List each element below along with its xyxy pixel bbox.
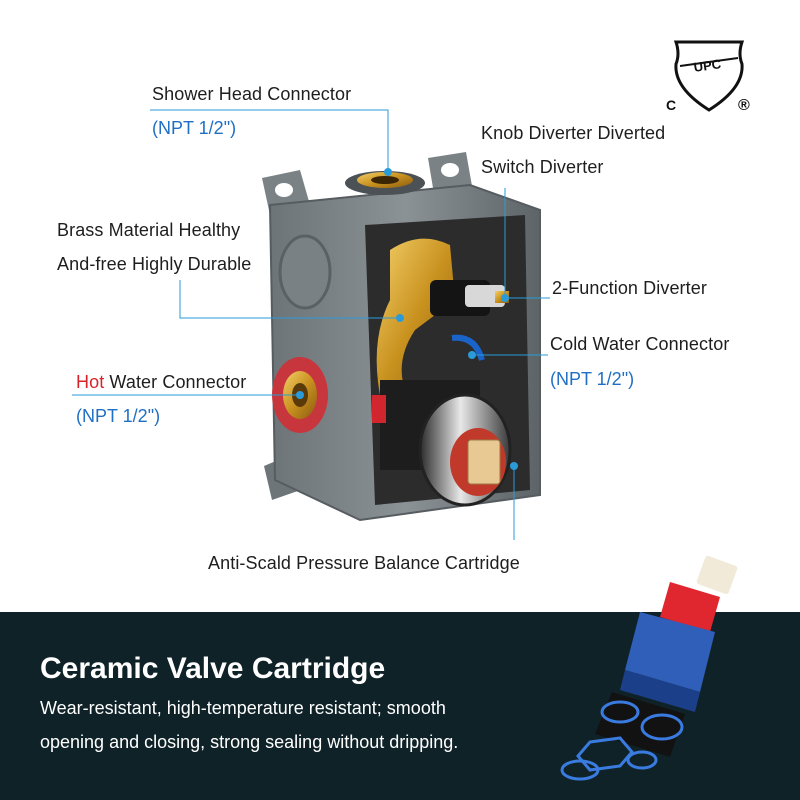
valve-illustration [72, 109, 550, 540]
knob-diverter-label-line2: Switch Diverter [481, 157, 604, 177]
knob-diverter-label-line1: Knob Diverter Diverted [481, 123, 666, 143]
upc-mark-text: UPC [693, 56, 723, 75]
cartridge-label: Anti-Scald Pressure Balance Cartridge [208, 553, 520, 573]
hot-water-label: Hot Water Connector [76, 372, 246, 393]
hot-water-label-rest: Water Connector [104, 372, 247, 392]
hot-water-spec: (NPT 1/2") [76, 406, 161, 426]
feature-description-line1: Wear-resistant, high-temperature resista… [40, 698, 446, 718]
diagram-stage: UPC C ® Shower Head Connector (NPT 1/2")… [57, 40, 750, 573]
brass-material-label-line1: Brass Material Healthy [57, 220, 241, 240]
upc-certification-mark: UPC C ® [666, 40, 750, 114]
cold-water-spec: (NPT 1/2") [550, 369, 635, 389]
hot-word: Hot [76, 372, 105, 392]
ceramic-cartridge-illustration [560, 555, 738, 781]
feature-description-line2: opening and closing, strong sealing with… [40, 732, 459, 752]
cold-water-ring [451, 334, 485, 361]
leader-lines [72, 109, 550, 540]
leader-dots [296, 168, 518, 470]
red-seal [372, 395, 386, 423]
mounting-ear-top-right [428, 152, 472, 194]
feature-panel: Ceramic Valve Cartridge Wear-resistant, … [0, 555, 800, 800]
shower-head-label: Shower Head Connector [152, 84, 352, 104]
brass-material-label-line2: And-free Highly Durable [57, 254, 252, 274]
upc-left-mark: C [666, 97, 676, 113]
feature-title: Ceramic Valve Cartridge [40, 652, 386, 685]
side-port-upper [278, 234, 332, 310]
brass-manifold [376, 238, 455, 395]
shower-head-port [345, 171, 425, 195]
shower-head-spec: (NPT 1/2") [152, 118, 237, 138]
upc-registered-mark: ® [738, 97, 750, 114]
cartridge-assembly [380, 380, 512, 507]
cold-water-label: Cold Water Connector [550, 334, 730, 354]
two-function-diverter-label: 2-Function Diverter [552, 278, 707, 298]
